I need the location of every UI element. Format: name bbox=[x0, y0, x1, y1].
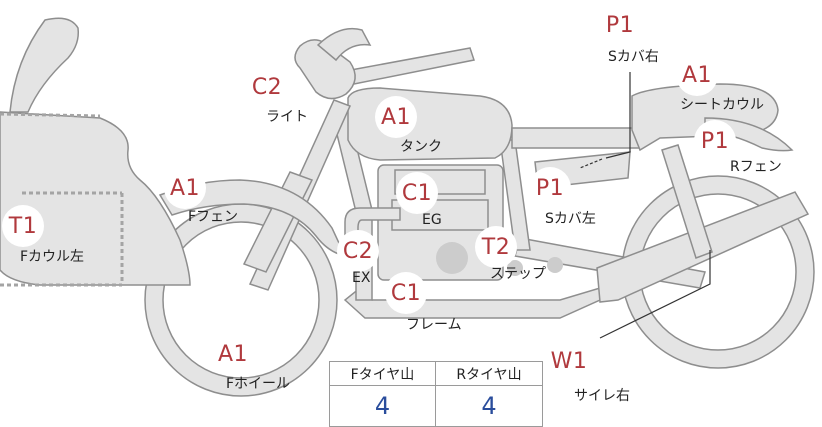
label-front-wheel: Fホイール bbox=[226, 376, 291, 392]
grade-badge-tank: A1 bbox=[375, 96, 417, 138]
label-front-fender: Fフェン bbox=[188, 209, 239, 225]
front-cowl-body bbox=[0, 111, 191, 286]
label-front-cowl-left: Fカウル左 bbox=[20, 249, 85, 265]
grade-badge-front-wheel: A1 bbox=[212, 333, 254, 375]
handlebar bbox=[316, 27, 372, 62]
label-seat-cowl: シートカウル bbox=[680, 97, 764, 113]
grade-badge-front-cowl-left: T1 bbox=[2, 205, 44, 247]
grade-badge-s-cover-left: P1 bbox=[529, 167, 571, 209]
grade-badge-exhaust: C2 bbox=[337, 230, 379, 272]
label-tank: タンク bbox=[400, 139, 442, 155]
grade-badge-rear-fender: P1 bbox=[694, 120, 736, 162]
front-tire-header: Fタイヤ山 bbox=[330, 362, 436, 386]
rear-shock bbox=[661, 144, 713, 259]
front-fender-shape bbox=[158, 179, 347, 258]
label-s-cover-left: Sカバ左 bbox=[545, 211, 596, 227]
leader-s-cover-right-dash bbox=[579, 158, 603, 169]
label-exhaust: EX bbox=[352, 270, 371, 286]
seat bbox=[511, 127, 641, 149]
grade-badge-light: C2 bbox=[246, 66, 288, 108]
label-light: ライト bbox=[266, 109, 308, 125]
cowl-guide-upper bbox=[0, 112, 101, 118]
frame-top-tube bbox=[339, 47, 475, 87]
label-s-cover-right: Sカバ右 bbox=[608, 49, 659, 65]
label-silencer-right: サイレ右 bbox=[574, 388, 630, 404]
grade-badge-seat-cowl: A1 bbox=[676, 54, 718, 96]
grade-badge-front-fender: A1 bbox=[164, 167, 206, 209]
rear-tire-header: Rタイヤ山 bbox=[436, 362, 542, 386]
label-step: ステップ bbox=[490, 266, 546, 282]
frame bbox=[343, 286, 601, 319]
label-rear-fender: Rフェン bbox=[730, 159, 782, 175]
leader-s-cover-right bbox=[605, 72, 631, 159]
exhaust-pipe bbox=[344, 207, 401, 263]
front-tire-value: 4 bbox=[330, 386, 436, 426]
grade-badge-silencer-right: W1 bbox=[548, 340, 590, 382]
grade-badge-engine: C1 bbox=[396, 172, 438, 214]
label-engine: EG bbox=[422, 212, 442, 228]
leader-silencer bbox=[599, 250, 711, 339]
tire-tread-table: Fタイヤ山 Rタイヤ山 4 4 bbox=[329, 361, 543, 427]
grade-badge-frame: C1 bbox=[385, 272, 427, 314]
front-cowl-shape bbox=[9, 17, 80, 113]
rear-tire-value: 4 bbox=[481, 392, 497, 420]
label-frame: フレーム bbox=[406, 317, 462, 333]
grade-badge-s-cover-right: P1 bbox=[599, 4, 641, 46]
grade-badge-step: T2 bbox=[475, 226, 517, 268]
